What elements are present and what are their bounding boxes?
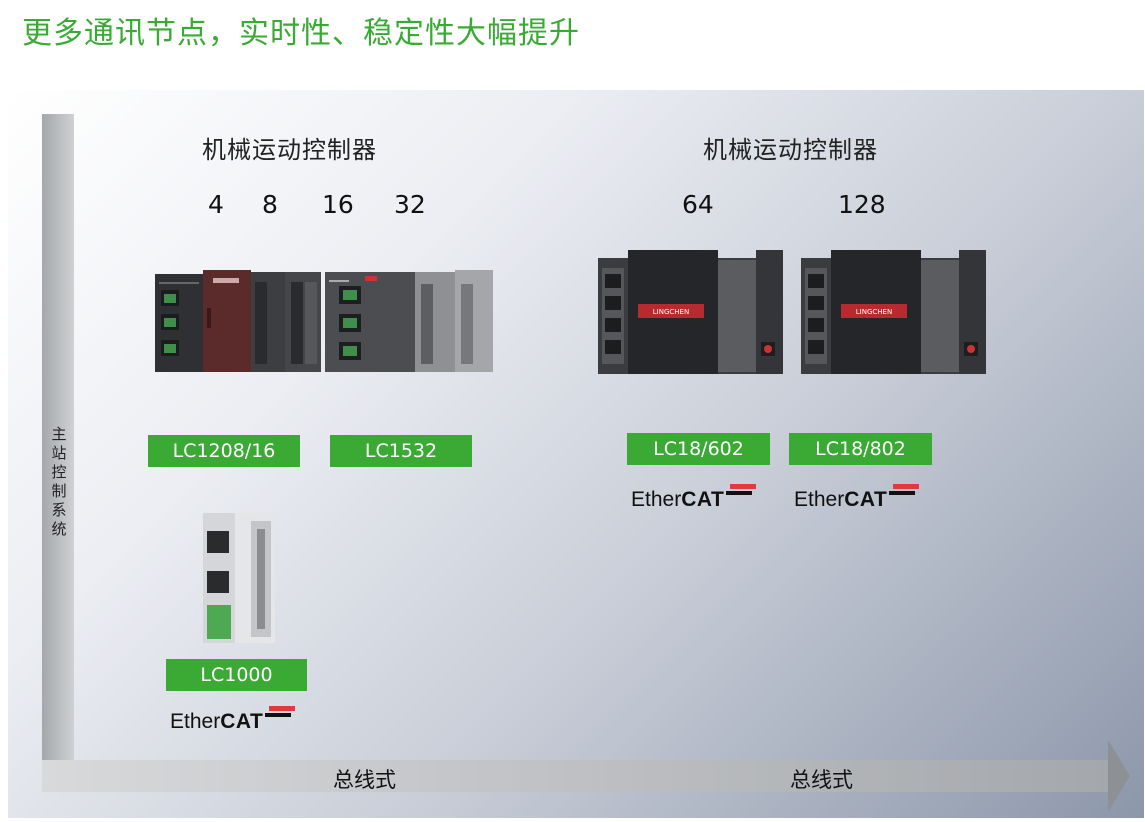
group-title-left: 机械运动控制器: [202, 136, 377, 164]
model-badge-lc18-602: LC18/602: [627, 433, 770, 465]
x-axis-label-left: 总线式: [333, 768, 396, 792]
ethercat-logo-lc18-602: EtherCAT: [631, 484, 757, 512]
ethercat-flag-icon: [889, 484, 920, 498]
model-badge-lc1000: LC1000: [166, 659, 307, 691]
axis-count-32: 32: [394, 190, 426, 219]
ethercat-flag-icon: [265, 706, 296, 720]
x-axis-arrow: [1108, 740, 1130, 812]
brand-text-602: LINGCHEN: [653, 308, 689, 316]
ethercat-logo-lc18-802: EtherCAT: [794, 484, 920, 512]
ethercat-flag-icon: [726, 484, 757, 498]
headline: 更多通讯节点，实时性、稳定性大幅提升: [22, 16, 580, 51]
x-axis-label-right: 总线式: [790, 768, 853, 792]
model-badge-lc1532: LC1532: [330, 435, 472, 467]
group-title-right: 机械运动控制器: [703, 136, 878, 164]
model-badge-lc18-802: LC18/802: [789, 433, 932, 465]
model-badge-lc1208: LC1208/16: [148, 435, 300, 467]
y-axis-label: 主站控制系统: [51, 425, 67, 538]
axis-count-4: 4: [208, 190, 224, 219]
axis-count-64: 64: [682, 190, 714, 219]
device-lc18-802: LINGCHEN: [801, 250, 986, 374]
x-axis-bar: [42, 760, 1112, 792]
device-lc18-602: LINGCHEN: [598, 250, 783, 374]
brand-text-802: LINGCHEN: [856, 308, 892, 316]
device-lc1532: [325, 270, 493, 372]
axis-count-128: 128: [838, 190, 886, 219]
axis-count-16: 16: [322, 190, 354, 219]
ethercat-logo-lc1000: EtherCAT: [170, 706, 296, 734]
device-lc1000: [203, 513, 275, 643]
axis-count-8: 8: [262, 190, 278, 219]
y-axis-bar: [42, 114, 74, 792]
device-lc1208: [155, 270, 321, 372]
